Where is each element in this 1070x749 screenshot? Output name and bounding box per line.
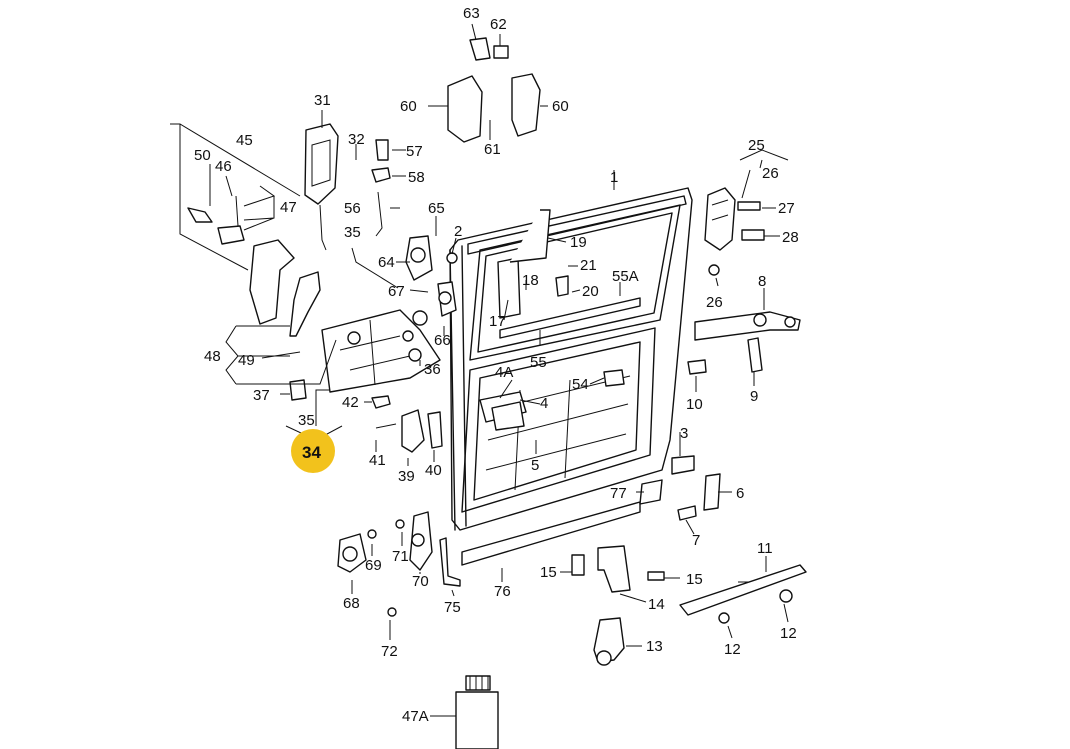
label-part-65[interactable]: 65 <box>428 200 445 217</box>
label-part-71[interactable]: 71 <box>392 548 409 565</box>
label-part-21[interactable]: 21 <box>580 257 597 274</box>
label-part-15a[interactable]: 15 <box>540 564 557 581</box>
label-part-28[interactable]: 28 <box>782 229 799 246</box>
rear-hinge-assembly <box>704 187 765 276</box>
label-part-68[interactable]: 68 <box>343 595 360 612</box>
label-part-50[interactable]: 50 <box>194 147 211 164</box>
leader-lines <box>170 23 789 717</box>
label-part-56[interactable]: 56 <box>344 200 361 217</box>
label-part-49[interactable]: 49 <box>238 352 255 369</box>
label-part-4a[interactable]: 4A <box>495 364 513 381</box>
label-part-31[interactable]: 31 <box>314 92 331 109</box>
label-part-6[interactable]: 6 <box>736 485 744 502</box>
label-part-40[interactable]: 40 <box>425 462 442 479</box>
label-part-47[interactable]: 47 <box>280 199 297 216</box>
label-part-67[interactable]: 67 <box>388 283 405 300</box>
label-part-57[interactable]: 57 <box>406 143 423 160</box>
bottom-left-parts <box>337 511 461 617</box>
label-part-42[interactable]: 42 <box>342 394 359 411</box>
label-part-9[interactable]: 9 <box>750 388 758 405</box>
label-part-13[interactable]: 13 <box>646 638 663 655</box>
label-part-55[interactable]: 55 <box>530 354 547 371</box>
label-part-55a[interactable]: 55A <box>612 268 639 285</box>
label-part-4[interactable]: 4 <box>540 395 548 412</box>
label-part-60a[interactable]: 60 <box>400 98 417 115</box>
label-part-70[interactable]: 70 <box>412 573 429 590</box>
label-part-26b[interactable]: 26 <box>706 294 723 311</box>
label-part-69[interactable]: 69 <box>365 557 382 574</box>
label-part-18[interactable]: 18 <box>522 272 539 289</box>
highlight-marker-34[interactable] <box>291 429 335 473</box>
label-part-2[interactable]: 2 <box>454 223 462 240</box>
label-part-54[interactable]: 54 <box>572 376 589 393</box>
label-part-1[interactable]: 1 <box>610 169 618 186</box>
grease-bottle-47a <box>455 675 499 749</box>
label-part-77[interactable]: 77 <box>610 485 627 502</box>
label-part-58[interactable]: 58 <box>408 169 425 186</box>
label-part-32[interactable]: 32 <box>348 131 365 148</box>
label-part-7[interactable]: 7 <box>692 532 700 549</box>
label-part-34[interactable]: 34 <box>302 443 321 462</box>
label-part-27[interactable]: 27 <box>778 200 795 217</box>
label-part-5[interactable]: 5 <box>531 457 539 474</box>
label-part-20[interactable]: 20 <box>582 283 599 300</box>
label-part-8[interactable]: 8 <box>758 273 766 290</box>
label-part-48[interactable]: 48 <box>204 348 221 365</box>
label-part-46[interactable]: 46 <box>215 158 232 175</box>
label-part-26a[interactable]: 26 <box>762 165 779 182</box>
label-part-60b[interactable]: 60 <box>552 98 569 115</box>
label-part-17[interactable]: 17 <box>489 313 506 330</box>
label-part-64[interactable]: 64 <box>378 254 395 271</box>
label-part-62[interactable]: 62 <box>490 16 507 33</box>
label-part-25[interactable]: 25 <box>748 137 765 154</box>
part-labels: 1 2 3 4 4A 5 6 7 8 9 10 11 12 12 13 14 1… <box>194 5 799 725</box>
label-part-3[interactable]: 3 <box>680 425 688 442</box>
label-part-76[interactable]: 76 <box>494 583 511 600</box>
label-part-66[interactable]: 66 <box>434 332 451 349</box>
label-part-36[interactable]: 36 <box>424 361 441 378</box>
label-part-12b[interactable]: 12 <box>724 641 741 658</box>
roller-arm-assembly <box>687 311 801 375</box>
label-part-10[interactable]: 10 <box>686 396 703 413</box>
label-part-35b[interactable]: 35 <box>298 412 315 429</box>
label-part-63[interactable]: 63 <box>463 5 480 22</box>
lower-roller-assembly <box>571 455 807 666</box>
label-part-39[interactable]: 39 <box>398 468 415 485</box>
label-part-75[interactable]: 75 <box>444 599 461 616</box>
label-part-12a[interactable]: 12 <box>780 625 797 642</box>
label-part-45[interactable]: 45 <box>236 132 253 149</box>
label-part-14[interactable]: 14 <box>648 596 665 613</box>
interior-parts <box>479 209 625 431</box>
label-part-61[interactable]: 61 <box>484 141 501 158</box>
label-part-11[interactable]: 11 <box>757 540 773 557</box>
label-part-15b[interactable]: 15 <box>686 571 703 588</box>
label-part-47a[interactable]: 47A <box>402 708 429 725</box>
label-part-37[interactable]: 37 <box>253 387 270 404</box>
label-part-72[interactable]: 72 <box>381 643 398 660</box>
label-part-41[interactable]: 41 <box>369 452 386 469</box>
top-hinge-covers <box>447 37 541 143</box>
lock-mechanism-assembly <box>187 123 458 453</box>
label-part-35a[interactable]: 35 <box>344 224 361 241</box>
label-part-19[interactable]: 19 <box>570 234 587 251</box>
